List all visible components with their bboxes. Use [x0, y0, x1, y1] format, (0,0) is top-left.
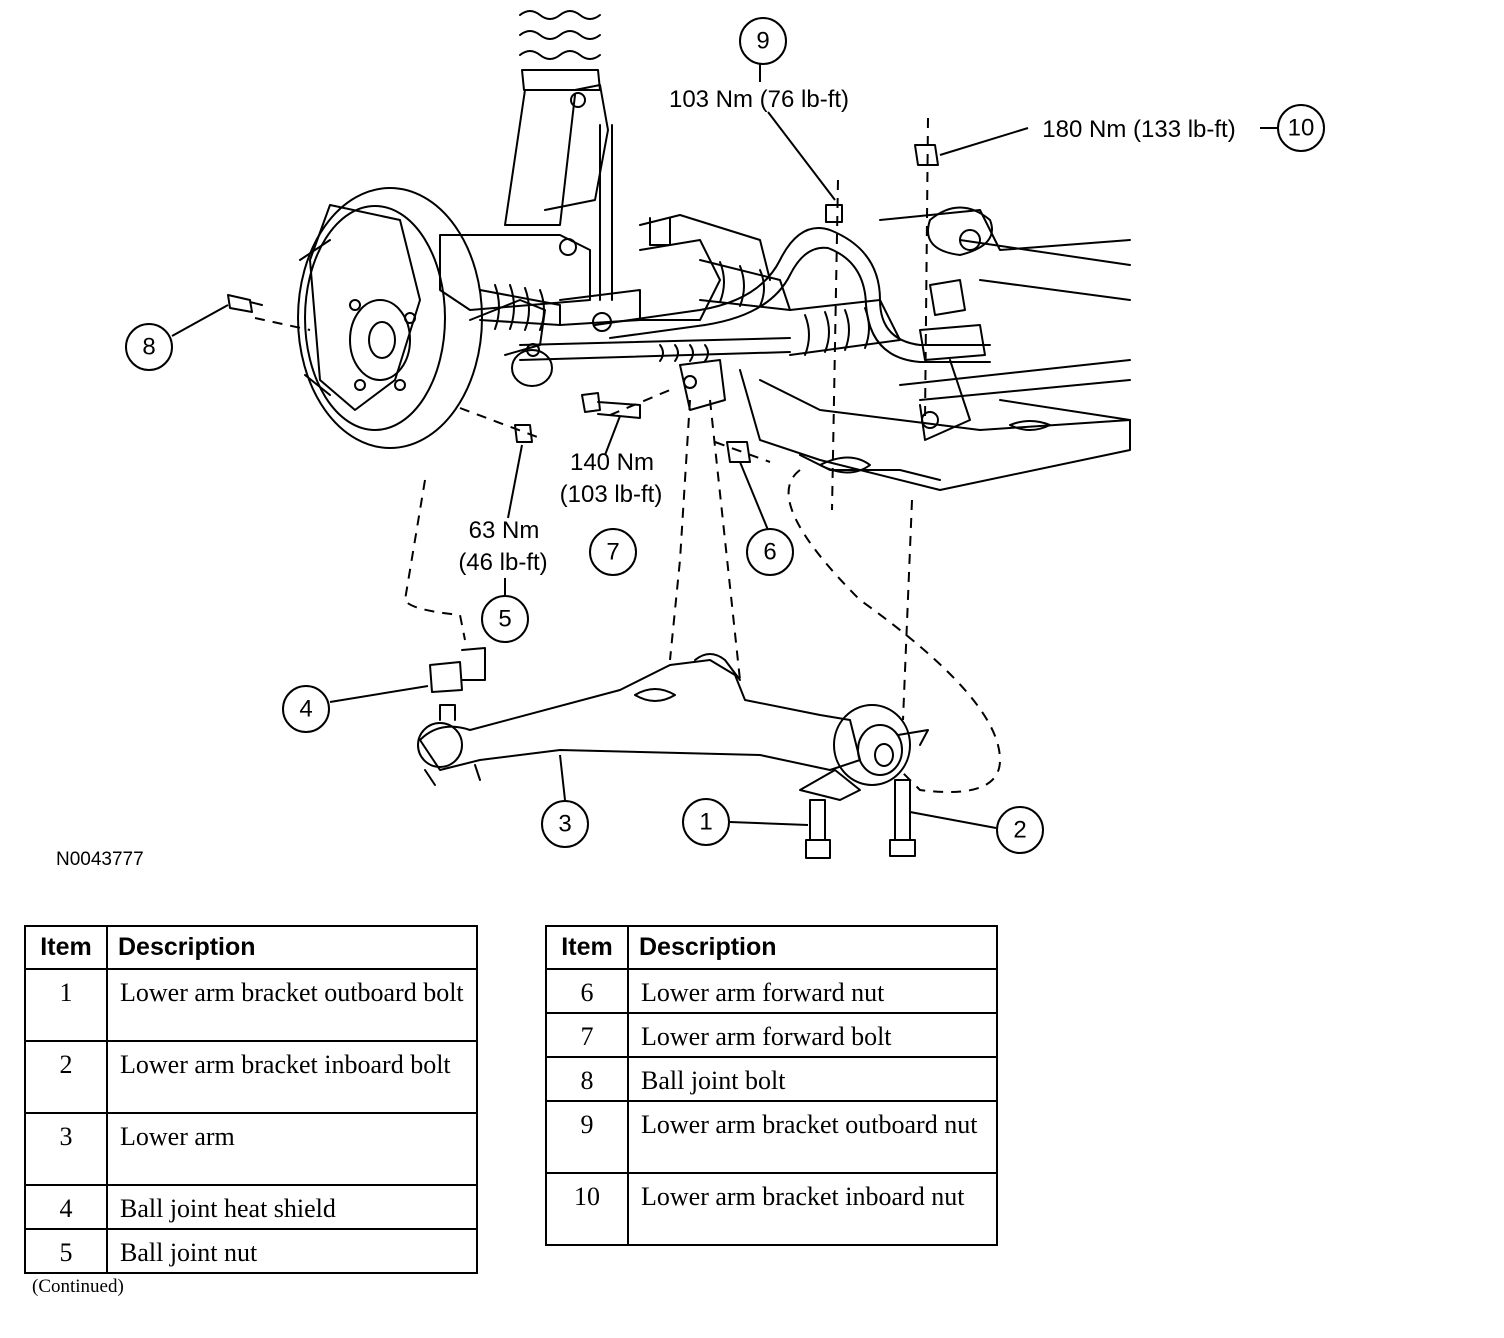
table-row: 10 Lower arm bracket inboard nut: [545, 1172, 998, 1246]
svg-text:2: 2: [1013, 817, 1026, 844]
callout-9: 9: [739, 17, 787, 65]
continued-note: (Continued): [32, 1276, 124, 1297]
legend-item-description: Lower arm forward bolt: [627, 1012, 998, 1058]
legend-header-row: Item Description: [545, 925, 998, 970]
torque-item5-nm: 63 Nm: [469, 517, 540, 544]
table-row: 3 Lower arm: [24, 1112, 478, 1186]
callout-1: 1: [682, 798, 730, 846]
legend-item-number: 6: [545, 968, 629, 1014]
torque-item5-lbft: (46 lb-ft): [458, 549, 547, 576]
table-row: 7 Lower arm forward bolt: [545, 1012, 998, 1058]
legend-table-left: Item Description 1 Lower arm bracket out…: [24, 925, 478, 1274]
callout-8: 8: [125, 323, 173, 371]
legend-item-description: Ball joint bolt: [627, 1056, 998, 1102]
callout-4: 4: [282, 685, 330, 733]
lower-arm-bracket-illustration: [799, 704, 929, 801]
torque-item9: 103 Nm (76 lb-ft): [669, 86, 849, 113]
torque-item7-nm: 140 Nm: [570, 449, 654, 476]
legend-item-number: 7: [545, 1012, 629, 1058]
leader-lines: [171, 62, 1278, 829]
legend-table-right: Item Description 6 Lower arm forward nut…: [545, 925, 998, 1246]
legend-header-description: Description: [627, 925, 998, 970]
callout-2: 2: [996, 806, 1044, 854]
callout-3: 3: [541, 800, 589, 848]
fasteners-illustration: [227, 144, 939, 859]
alignment-lines: [254, 117, 1002, 793]
legend-item-description: Lower arm bracket outboard nut: [627, 1100, 998, 1174]
legend-item-description: Lower arm bracket inboard nut: [627, 1172, 998, 1246]
drive-shaft-illustration: [479, 239, 901, 356]
legend-item-description: Lower arm bracket outboard bolt: [106, 968, 478, 1042]
legend-header-item: Item: [545, 925, 629, 970]
table-row: 5 Ball joint nut: [24, 1228, 478, 1274]
torque-item10: 180 Nm (133 lb-ft): [1042, 116, 1235, 143]
legend-item-number: 1: [24, 968, 108, 1042]
legend-header-item: Item: [24, 925, 108, 970]
torque-item7-lbft: (103 lb-ft): [560, 481, 663, 508]
svg-text:6: 6: [763, 539, 776, 566]
legend-item-description: Lower arm: [106, 1112, 478, 1186]
table-row: 4 Ball joint heat shield: [24, 1184, 478, 1230]
legend-item-number: 3: [24, 1112, 108, 1186]
stabilizer-bar-illustration: [594, 227, 991, 363]
legend-item-description: Lower arm forward nut: [627, 968, 998, 1014]
legend-item-number: 10: [545, 1172, 629, 1246]
legend-item-number: 9: [545, 1100, 629, 1174]
callout-7: 7: [589, 528, 637, 576]
tie-rod-illustration: [511, 337, 791, 387]
legend-header-row: Item Description: [24, 925, 478, 970]
subframe-illustration: [639, 206, 1131, 491]
suspension-exploded-diagram: 1 2 3 4 5 6 7 8 9 10 103 Nm (76 lb-ft) 1…: [56, 10, 1325, 870]
heat-shield-illustration: [429, 647, 486, 693]
legend-item-description: Ball joint heat shield: [106, 1184, 478, 1230]
brake-disc-illustration: [297, 187, 483, 449]
svg-text:5: 5: [498, 606, 511, 633]
table-row: 6 Lower arm forward nut: [545, 968, 998, 1014]
table-row: 9 Lower arm bracket outboard nut: [545, 1100, 998, 1174]
table-row: 2 Lower arm bracket inboard bolt: [24, 1040, 478, 1114]
legend-item-number: 4: [24, 1184, 108, 1230]
knuckle-illustration: [439, 234, 591, 356]
callout-6: 6: [746, 528, 794, 576]
callout-5: 5: [481, 595, 529, 643]
legend-item-description: Lower arm bracket inboard bolt: [106, 1040, 478, 1114]
svg-text:1: 1: [699, 809, 712, 836]
legend-item-description: Ball joint nut: [106, 1228, 478, 1274]
svg-text:9: 9: [756, 28, 769, 55]
callout-10: 10: [1277, 104, 1325, 152]
figure-id: N0043777: [56, 849, 144, 870]
svg-text:4: 4: [299, 696, 312, 723]
legend-item-number: 2: [24, 1040, 108, 1114]
svg-text:10: 10: [1288, 115, 1315, 142]
svg-text:7: 7: [606, 539, 619, 566]
legend-header-description: Description: [106, 925, 478, 970]
lower-arm-illustration: [417, 653, 861, 786]
svg-text:8: 8: [142, 334, 155, 361]
legend-item-number: 8: [545, 1056, 629, 1102]
legend-item-number: 5: [24, 1228, 108, 1274]
table-row: 1 Lower arm bracket outboard bolt: [24, 968, 478, 1042]
table-row: 8 Ball joint bolt: [545, 1056, 998, 1102]
strut-spring-illustration: [504, 10, 613, 332]
svg-text:3: 3: [558, 811, 571, 838]
